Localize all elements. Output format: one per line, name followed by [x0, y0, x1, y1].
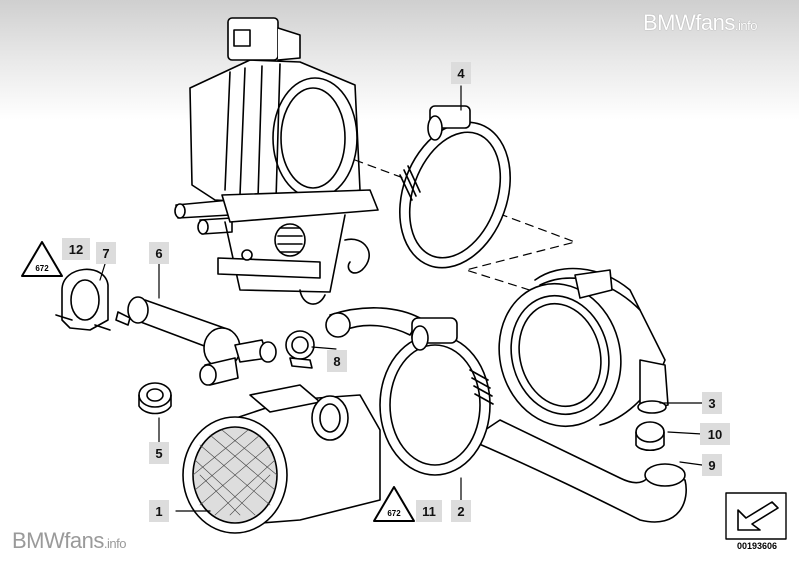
part-label-11[interactable]: 11 — [416, 500, 442, 522]
leader-lines — [99, 85, 703, 512]
part-label-9[interactable]: 9 — [702, 454, 722, 476]
warning-symbol: 672 — [373, 486, 415, 522]
air-mass-meter — [182, 384, 381, 534]
warning-symbol: 672 — [21, 241, 63, 277]
intake-boot — [498, 267, 669, 428]
hose-clamp-8 — [285, 330, 315, 369]
part-label-3[interactable]: 3 — [702, 392, 722, 414]
connecting-hose — [325, 307, 421, 338]
part-label-4[interactable]: 4 — [451, 62, 471, 84]
part-label-6[interactable]: 6 — [149, 242, 169, 264]
part-label-12[interactable]: 12 — [62, 238, 90, 260]
diagram-number: 00193606 — [736, 541, 778, 551]
warning-symbol-code-12: 672 — [35, 264, 49, 273]
part-label-10[interactable]: 10 — [700, 423, 730, 445]
watermark-brand: BMWfans — [643, 10, 735, 35]
watermark-suffix: .info — [734, 18, 758, 33]
arrow-icon — [725, 492, 787, 540]
watermark-suffix: .info — [103, 536, 127, 551]
warning-symbol-code-11: 672 — [387, 509, 401, 518]
hose-clamp-2 — [379, 317, 494, 476]
part-label-5[interactable]: 5 — [149, 442, 169, 464]
hose-clamp-4 — [399, 105, 511, 269]
watermark-brand: BMWfans — [12, 528, 104, 553]
part-label-2[interactable]: 2 — [451, 500, 471, 522]
watermark-bottom: BMWfans.info — [12, 528, 126, 554]
watermark-top: BMWfans.info — [643, 10, 757, 36]
idle-control-valve — [115, 296, 277, 386]
bushing-5 — [138, 382, 172, 415]
vent-hose-9 — [469, 419, 687, 523]
grommet-10 — [635, 421, 665, 452]
holder-7 — [55, 268, 111, 331]
throttle-body — [174, 17, 379, 305]
part-label-8[interactable]: 8 — [327, 350, 347, 372]
part-label-7[interactable]: 7 — [96, 242, 116, 264]
part-label-1[interactable]: 1 — [149, 500, 169, 522]
